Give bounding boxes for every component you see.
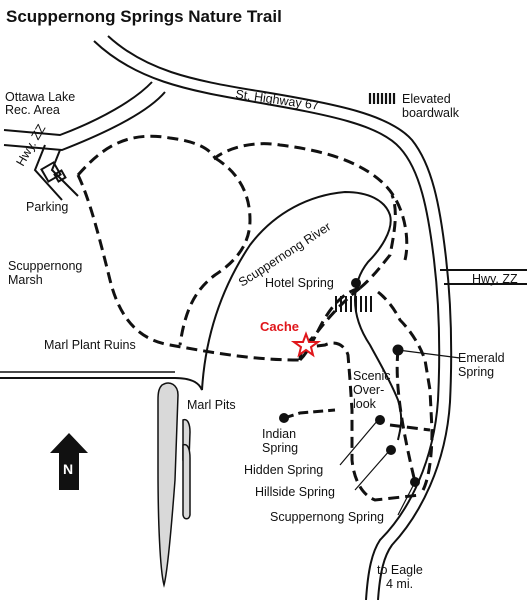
legend-boardwalk-symbol [368, 93, 396, 104]
parking-label: Parking [26, 200, 68, 214]
indian-spring-point [279, 413, 289, 423]
highway-67-label: St. Highway 67 [235, 87, 320, 113]
eagle-label-line1: to Eagle [377, 563, 423, 577]
leader-lines [339, 349, 461, 516]
indian-label-line2: Spring [262, 441, 298, 455]
highway-67-road [93, 35, 453, 600]
emerald-label-line1: Emerald [458, 351, 505, 365]
hidden-spring-label: Hidden Spring [244, 463, 323, 477]
cache-star-icon [290, 331, 322, 358]
map-title: Scuppernong Springs Nature Trail [6, 7, 282, 26]
hwy-zz-left-road [3, 81, 166, 201]
north-arrow-icon [50, 433, 88, 490]
ottawa-label-line2: Rec. Area [5, 103, 60, 117]
legend-boardwalk-line1: Elevated [402, 92, 451, 106]
emerald-spring-point [392, 344, 404, 356]
eagle-label-line2: 4 mi. [386, 577, 413, 591]
indian-label-line1: Indian [262, 427, 296, 441]
spring-points [279, 278, 420, 487]
hwy-zz-right-label: Hwy. ZZ [472, 272, 518, 286]
elevated-boardwalk [335, 296, 372, 312]
marsh-label-line2: Marsh [8, 273, 43, 287]
hotel-spring-point [351, 278, 361, 288]
legend-boardwalk-line2: boardwalk [402, 106, 460, 120]
hidden-spring-point [375, 415, 385, 425]
hillside-spring-point [386, 445, 396, 455]
overlook-label-line1: Scenic [353, 369, 391, 383]
marsh-label-line1: Scuppernong [8, 259, 82, 273]
overlook-label-line2: Over- [353, 383, 384, 397]
emerald-label-line2: Spring [458, 365, 494, 379]
indian-spring-trail [283, 408, 336, 420]
hotel-spring-label: Hotel Spring [265, 276, 334, 290]
overlook-label-line3: look [353, 397, 377, 411]
marl-pits-label: Marl Pits [187, 398, 236, 412]
hwy-zz-right-road [440, 269, 527, 285]
marl-plant-label: Marl Plant Ruins [44, 338, 136, 352]
dashed-trails [76, 134, 434, 502]
ottawa-label-line1: Ottawa Lake [5, 90, 75, 104]
parking-lot [40, 161, 67, 183]
north-label: N [63, 461, 73, 477]
hwy-zz-left-label: Hwy. ZZ [13, 122, 48, 169]
hillside-spring-label: Hillside Spring [255, 485, 335, 499]
cache-label: Cache [260, 319, 299, 334]
scuppernong-spring-point [410, 477, 420, 487]
marl-pits [157, 382, 191, 588]
scuppernong-spring-label: Scuppernong Spring [270, 510, 384, 524]
scuppernong-river [0, 190, 403, 441]
